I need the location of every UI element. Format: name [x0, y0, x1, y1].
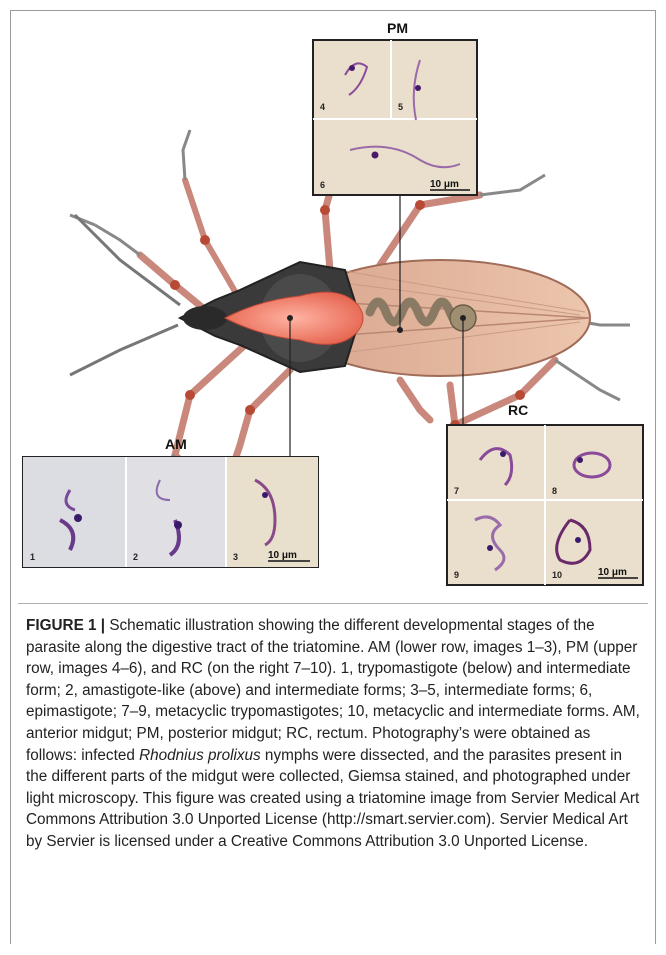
triatomine-figure-svg: 4 5 6 10 μm 1 2 3 10 μm — [0, 0, 666, 600]
pm-label: PM — [387, 20, 408, 36]
panel-number: 4 — [320, 102, 325, 112]
caption-divider — [18, 603, 648, 604]
pm-micrograph: 4 5 6 10 μm — [313, 40, 477, 195]
am-micrograph: 1 2 3 10 μm — [23, 457, 318, 567]
panel-number: 10 — [552, 570, 562, 580]
scale-bar-label: 10 μm — [598, 567, 627, 578]
panel-number: 8 — [552, 486, 557, 496]
panel-number: 5 — [398, 102, 403, 112]
panel-number: 9 — [454, 570, 459, 580]
scale-bar-label: 10 μm — [430, 179, 459, 190]
am-label: AM — [165, 436, 187, 452]
rc-label: RC — [508, 402, 528, 418]
panel-number: 6 — [320, 180, 325, 190]
caption-lead: FIGURE 1 | — [26, 617, 105, 634]
scale-bar-label: 10 μm — [268, 550, 297, 561]
panel-number: 2 — [133, 552, 138, 562]
caption-text-part1: Schematic illustration showing the diffe… — [26, 617, 640, 764]
antennae — [70, 215, 180, 375]
caption-species: Rhodnius prolixus — [139, 747, 261, 764]
figure-caption: FIGURE 1 | Schematic illustration showin… — [26, 615, 642, 853]
figure-illustration: 4 5 6 10 μm 1 2 3 10 μm — [0, 0, 666, 600]
rc-micrograph: 7 8 9 10 10 μm — [447, 425, 643, 585]
panel-number: 7 — [454, 486, 459, 496]
panel-number: 1 — [30, 552, 35, 562]
panel-number: 3 — [233, 552, 238, 562]
